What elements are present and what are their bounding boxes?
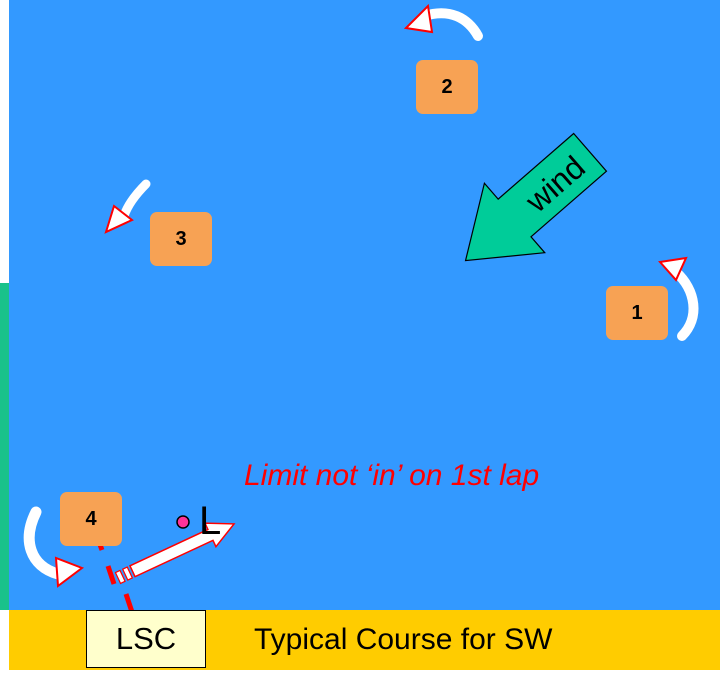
committee-boat-label: LSC bbox=[115, 621, 177, 656]
mark-3-label: 3 bbox=[175, 227, 187, 250]
mark-2-label: 2 bbox=[441, 75, 453, 98]
mark-1-rounding-arrow bbox=[658, 256, 699, 341]
mark-2: 2 bbox=[416, 60, 478, 114]
mark-1-label: 1 bbox=[631, 301, 643, 324]
mark-4-rounding-arrow bbox=[23, 506, 85, 588]
wind-arrow: wind bbox=[464, 132, 608, 262]
race-area-water bbox=[9, 0, 720, 610]
mark-4-label: 4 bbox=[85, 507, 97, 530]
left-side-strip bbox=[0, 283, 9, 610]
limit-mark-label: L bbox=[199, 499, 222, 543]
limit-mark bbox=[176, 515, 190, 529]
committee-boat-box: LSC bbox=[86, 610, 206, 668]
diagram-title: Typical Course for SW bbox=[254, 623, 553, 656]
mark-3-rounding-arrow bbox=[104, 179, 151, 234]
mark-1: 1 bbox=[606, 286, 668, 340]
mark-3: 3 bbox=[150, 212, 212, 266]
mark-4: 4 bbox=[60, 492, 122, 546]
start-direction-arrow bbox=[114, 522, 236, 585]
mark-2-rounding-arrow bbox=[403, 3, 483, 41]
limit-note: Limit not ‘in’ on 1st lap bbox=[244, 459, 540, 492]
